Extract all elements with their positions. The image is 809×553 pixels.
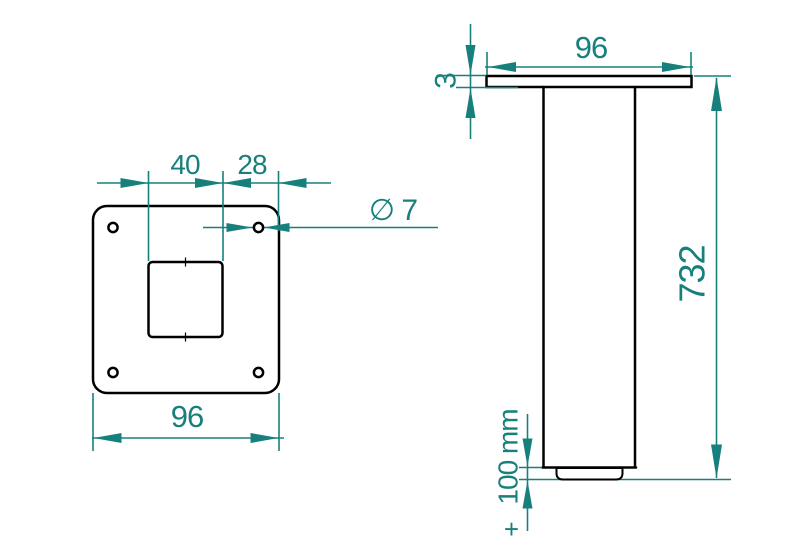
mounting-hole bbox=[252, 366, 265, 379]
dimension-40-28: 40 28 bbox=[97, 149, 331, 261]
adjustable-foot bbox=[555, 467, 624, 481]
mounting-hole bbox=[107, 221, 119, 234]
arrowhead-icon bbox=[93, 433, 122, 443]
dim-label-plate-thickness: 3 bbox=[430, 73, 463, 89]
dim-label-plate-width-side: 96 bbox=[575, 30, 607, 65]
arrowhead-icon bbox=[662, 62, 690, 72]
mounting-hole bbox=[107, 366, 119, 379]
arrowhead-icon bbox=[195, 178, 223, 188]
arrowhead-icon bbox=[263, 223, 290, 232]
dim-label-plate-width: 96 bbox=[171, 399, 203, 434]
dimension-total-height: 732 bbox=[519, 75, 731, 481]
side-view: 96 3 732 100 mm + bbox=[430, 24, 731, 544]
plate-edge bbox=[485, 74, 693, 89]
arrowhead-icon bbox=[522, 480, 533, 509]
dim-label-edge-offset: 28 bbox=[237, 149, 267, 180]
dim-label-tube-width: 40 bbox=[170, 149, 200, 180]
arrowhead-icon bbox=[711, 77, 722, 111]
leg-tube bbox=[541, 85, 638, 469]
dimension-hole-diameter: ∅ 7 bbox=[203, 194, 438, 232]
tube-cross-section bbox=[147, 260, 224, 339]
dim-label-adjustment-sign: + bbox=[504, 514, 518, 544]
dimension-plate-width-side: 96 bbox=[485, 30, 693, 75]
arrowhead-icon bbox=[120, 178, 149, 188]
arrowhead-icon bbox=[711, 444, 722, 479]
arrowhead-icon bbox=[278, 178, 307, 188]
top-view: 40 28 ∅ 7 96 bbox=[91, 149, 438, 451]
arrowhead-icon bbox=[226, 223, 253, 232]
arrowhead-icon bbox=[250, 433, 279, 443]
dimension-foot-adjustment: 100 mm + bbox=[493, 409, 542, 544]
mounting-hole bbox=[252, 221, 265, 234]
arrowhead-icon bbox=[522, 438, 533, 467]
dim-label-total-height: 732 bbox=[672, 245, 713, 302]
arrowhead-icon bbox=[465, 45, 476, 75]
dimension-plate-width: 96 bbox=[92, 393, 284, 451]
arrowhead-icon bbox=[223, 178, 251, 188]
arrowhead-icon bbox=[465, 88, 476, 118]
dimension-plate-thickness: 3 bbox=[430, 24, 518, 139]
dim-label-foot-adjustment: 100 mm bbox=[493, 409, 524, 504]
arrowhead-icon bbox=[488, 62, 516, 72]
dim-label-hole-diameter: ∅ 7 bbox=[369, 194, 417, 227]
